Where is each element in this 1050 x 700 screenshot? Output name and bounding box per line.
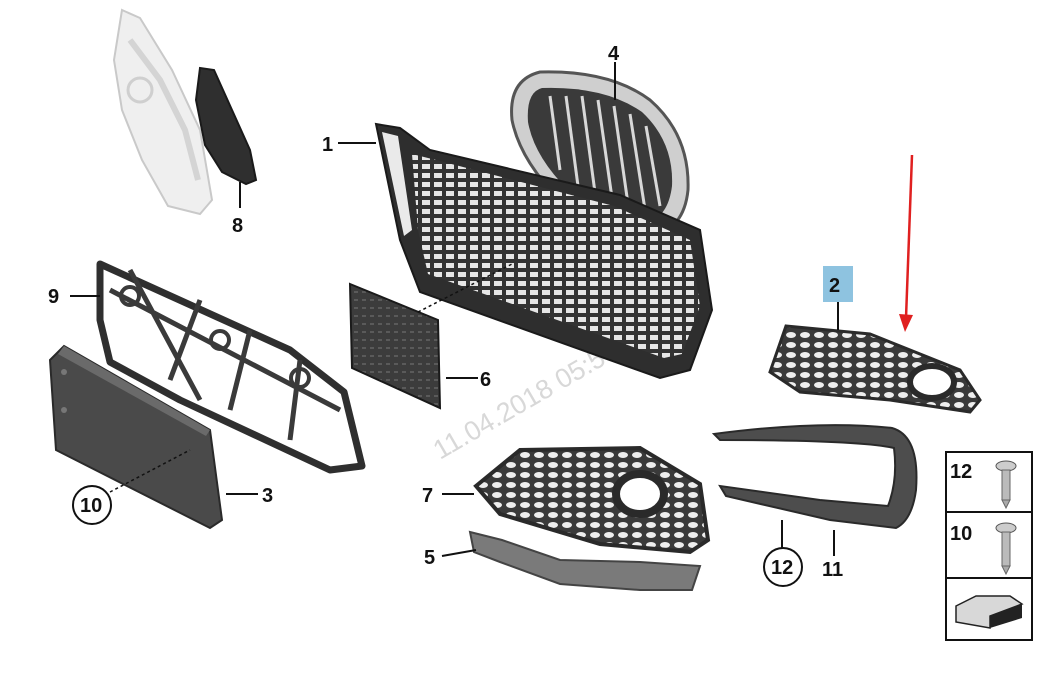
part-5-lower-strip	[468, 530, 702, 591]
callout-11: 11	[822, 559, 843, 581]
callout-1: 1	[322, 134, 333, 156]
part-8-trim-piece	[194, 66, 258, 186]
red-arrow-indicator	[899, 154, 914, 332]
callout-10-circle	[72, 485, 112, 525]
screw-10-icon	[995, 522, 1017, 576]
callout-12: 12	[771, 557, 793, 579]
callout-9: 9	[48, 286, 59, 308]
legend-screw-10-label: 10	[950, 523, 972, 545]
part-9-carrier-frame	[96, 260, 366, 474]
part-4-kidney-grille	[510, 70, 690, 238]
legend-screw-12-label: 12	[950, 461, 972, 483]
callout-2-highlight	[823, 266, 853, 302]
arrow-symbol-icon	[955, 595, 1024, 629]
callout-12-circle	[763, 547, 803, 587]
part-1-centre-grille	[374, 122, 714, 380]
fastener-legend: 12 10	[945, 451, 1033, 641]
part-11-trim-strip	[711, 424, 918, 530]
screw-12-icon	[995, 460, 1017, 510]
part-3-licence-plate-base	[48, 344, 224, 530]
callout-8: 8	[232, 215, 243, 237]
callout-7: 7	[422, 485, 433, 507]
callout-4: 4	[608, 43, 620, 65]
callout-6: 6	[480, 369, 491, 391]
part-7-side-grille	[473, 445, 711, 555]
callout-10: 10	[80, 495, 102, 517]
callout-5: 5	[424, 547, 435, 569]
callout-3: 3	[262, 485, 273, 507]
part-8-ghost-bracket	[112, 8, 214, 216]
part-2-side-grille	[768, 324, 982, 414]
part-6-insert-panel	[348, 282, 442, 410]
callout-2: 2	[829, 275, 840, 297]
